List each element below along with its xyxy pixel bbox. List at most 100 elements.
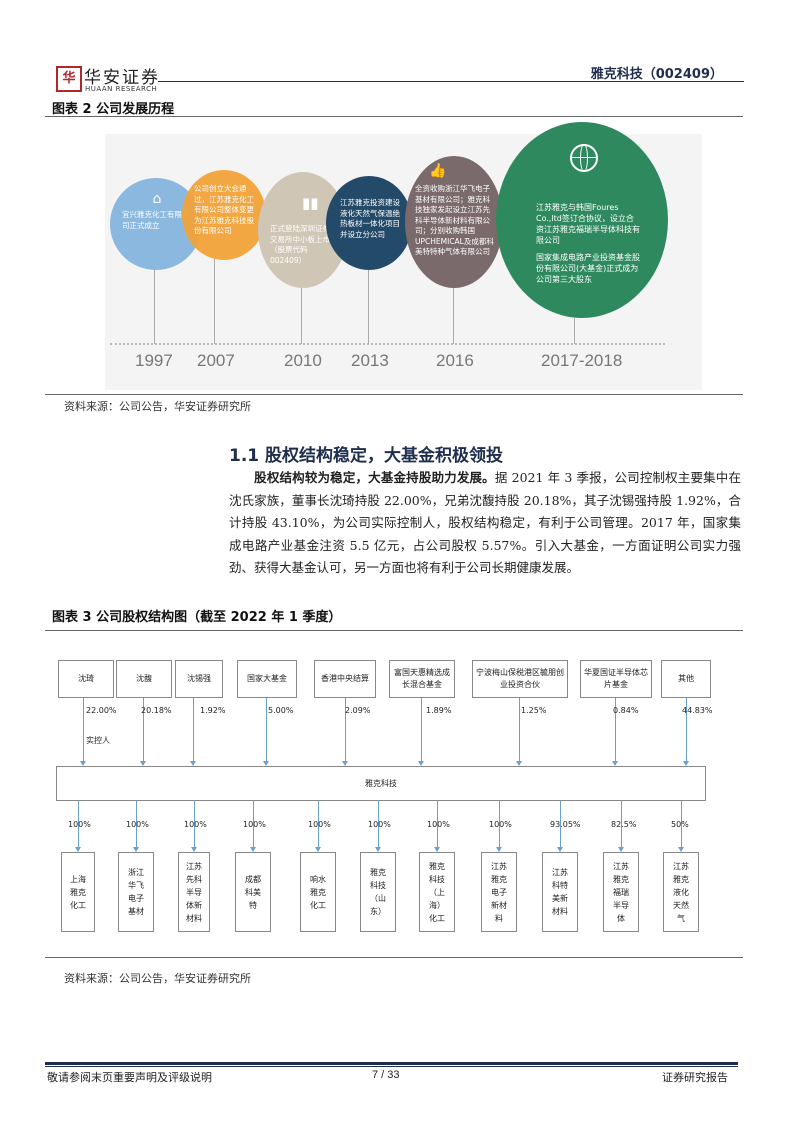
ownership-arrow xyxy=(80,761,86,766)
event-text-2: 国家集成电路产业投资基金股份有限公司(大基金)正式成为公司第三大股东 xyxy=(536,253,640,284)
subsidiary-box: 雅克科技（山东） xyxy=(360,852,396,932)
ownership-arrow xyxy=(190,761,196,766)
subsidiary-line xyxy=(499,801,500,848)
shareholding-percent: 22.00% xyxy=(86,706,117,715)
subsidiary-line xyxy=(681,801,682,848)
subsidiary-line xyxy=(560,801,561,848)
ownership-arrow xyxy=(418,761,424,766)
figure3-top-rule xyxy=(45,630,743,631)
figure2-source: 资料来源：公司公告，华安证券研究所 xyxy=(64,400,251,413)
timeline-stem xyxy=(368,268,369,344)
event-text: 宜兴雅克化工有限公司正式成立 xyxy=(122,210,190,230)
shareholding-percent: 2.09% xyxy=(345,706,371,715)
globe-icon xyxy=(570,144,598,172)
shareholding-percent: 1.92% xyxy=(200,706,226,715)
ownership-line xyxy=(519,698,520,762)
subsidiary-box: 江苏雅克液化天然气 xyxy=(663,852,699,932)
thumbs-up-icon: 👍 xyxy=(429,163,447,179)
year-label: 1997 xyxy=(135,351,173,370)
shareholding-percent: 5.00% xyxy=(268,706,294,715)
page-number: 7 / 33 xyxy=(372,1069,400,1081)
ownership-arrow xyxy=(140,761,146,766)
ownership-arrow xyxy=(612,761,618,766)
subsidiary-line xyxy=(136,801,137,848)
subsidiary-arrow xyxy=(678,847,684,852)
subsidiary-box: 江苏雅克福瑞半导体 xyxy=(603,852,639,932)
subsidiary-box: 江苏雅克电子新材料 xyxy=(481,852,517,932)
ownership-line xyxy=(421,698,422,762)
timeline-stem xyxy=(154,268,155,344)
timeline-bubble-2013: 江苏雅克投资建设液化天然气保温绝热板材一体化项目并设立分公司 xyxy=(326,176,412,270)
shareholder-box: 沈锡强 xyxy=(175,660,223,698)
subsidiary-percent: 82.5% xyxy=(611,820,637,829)
subsidiary-line xyxy=(621,801,622,848)
footer-report-type: 证券研究报告 xyxy=(662,1071,728,1084)
subsidiary-arrow xyxy=(557,847,563,852)
timeline-stem xyxy=(453,286,454,344)
timeline-bubble-2017-2018: 江苏雅克与韩国Foures Co.,ltd签订合协议，设立合资江苏雅克福瑞半导体… xyxy=(496,122,668,318)
subsidiary-line xyxy=(253,801,254,848)
section-body: 股权结构较为稳定，大基金持股助力发展。据 2021 年 3 季报，公司控制权主要… xyxy=(229,467,741,580)
subsidiary-line xyxy=(318,801,319,848)
subsidiary-percent: 50% xyxy=(671,820,689,829)
subsidiary-arrow xyxy=(618,847,624,852)
subsidiary-percent: 100% xyxy=(368,820,391,829)
subsidiary-box: 雅克科技（上海）化工 xyxy=(419,852,455,932)
subsidiary-box: 响水雅克化工 xyxy=(300,852,336,932)
company-node-yake: 雅克科技 xyxy=(56,766,706,801)
figure2-title: 图表 2 公司发展历程 xyxy=(52,102,175,117)
event-text: 全资收购浙江华飞电子基材有限公司；雅克科技独家发起设立江苏先科半导体新材料有限公… xyxy=(415,184,494,256)
ownership-arrow xyxy=(263,761,269,766)
subsidiary-arrow xyxy=(250,847,256,852)
timeline-bubble-2007: 公司创立大会通过，江苏雅克化工有限公司整体变更为江苏雅克科技股份有限公司 xyxy=(182,170,266,260)
section-lead: 股权结构较为稳定，大基金持股助力发展。 xyxy=(254,470,495,485)
timeline-bubble-2016: 👍 全资收购浙江华飞电子基材有限公司；雅克科技独家发起设立江苏先科半导体新材料有… xyxy=(405,156,503,288)
subsidiary-percent: 100% xyxy=(243,820,266,829)
subsidiary-box: 上海雅克化工 xyxy=(61,852,95,932)
ownership-arrow xyxy=(516,761,522,766)
shareholder-box: 沈琦 xyxy=(58,660,114,698)
subsidiary-box: 江苏先科半导体新材料 xyxy=(178,852,210,932)
subsidiary-arrow xyxy=(191,847,197,852)
shareholder-box: 宁波梅山保税港区毓朋创业投资合伙 xyxy=(472,660,568,698)
event-text: 江苏雅克与韩国Foures Co.,ltd签订合协议，设立合资江苏雅克福瑞半导体… xyxy=(536,203,640,245)
home-icon: ⌂ xyxy=(152,191,162,207)
footer-rule xyxy=(45,1062,738,1065)
shareholder-box: 香港中央结算 xyxy=(314,660,376,698)
figure2-top-rule xyxy=(45,116,743,117)
ownership-line xyxy=(193,698,194,762)
year-label: 2013 xyxy=(351,351,389,370)
ownership-arrow xyxy=(683,761,689,766)
shareholder-box: 其他 xyxy=(661,660,711,698)
subsidiary-percent: 100% xyxy=(184,820,207,829)
ownership-line xyxy=(143,698,144,762)
brand-english: HUAAN RESEARCH xyxy=(85,85,158,93)
figure3-bottom-rule xyxy=(45,957,743,958)
subsidiary-arrow xyxy=(496,847,502,852)
subsidiary-arrow xyxy=(75,847,81,852)
shareholding-percent: 1.89% xyxy=(426,706,452,715)
year-label: 2007 xyxy=(197,351,235,370)
subsidiary-line xyxy=(378,801,379,848)
event-text: 公司创立大会通过，江苏雅克化工有限公司整体变更为江苏雅克科技股份有限公司 xyxy=(194,184,254,235)
ownership-arrow xyxy=(342,761,348,766)
ownership-line xyxy=(686,698,687,762)
year-label: 2017-2018 xyxy=(541,351,623,370)
shareholder-box: 华夏国证半导体芯片基金 xyxy=(580,660,652,698)
shareholding-percent: 44.83% xyxy=(682,706,713,715)
ownership-line xyxy=(83,698,84,762)
subsidiary-box: 成都科美特 xyxy=(235,852,271,932)
subsidiary-arrow xyxy=(434,847,440,852)
company-ticker: 雅克科技（002409） xyxy=(590,67,723,82)
shareholding-percent: 0.84% xyxy=(613,706,639,715)
shareholder-box: 富国天惠精选成长混合基金 xyxy=(389,660,455,698)
timeline-stem xyxy=(214,258,215,344)
shareholding-percent: 20.18% xyxy=(141,706,172,715)
subsidiary-box: 江苏科特美新材料 xyxy=(542,852,578,932)
subsidiary-percent: 100% xyxy=(427,820,450,829)
figure3-title: 图表 3 公司股权结构图（截至 2022 年 1 季度） xyxy=(52,610,342,625)
subsidiary-percent: 100% xyxy=(489,820,512,829)
timeline-stem xyxy=(301,287,302,344)
subsidiary-line xyxy=(437,801,438,848)
